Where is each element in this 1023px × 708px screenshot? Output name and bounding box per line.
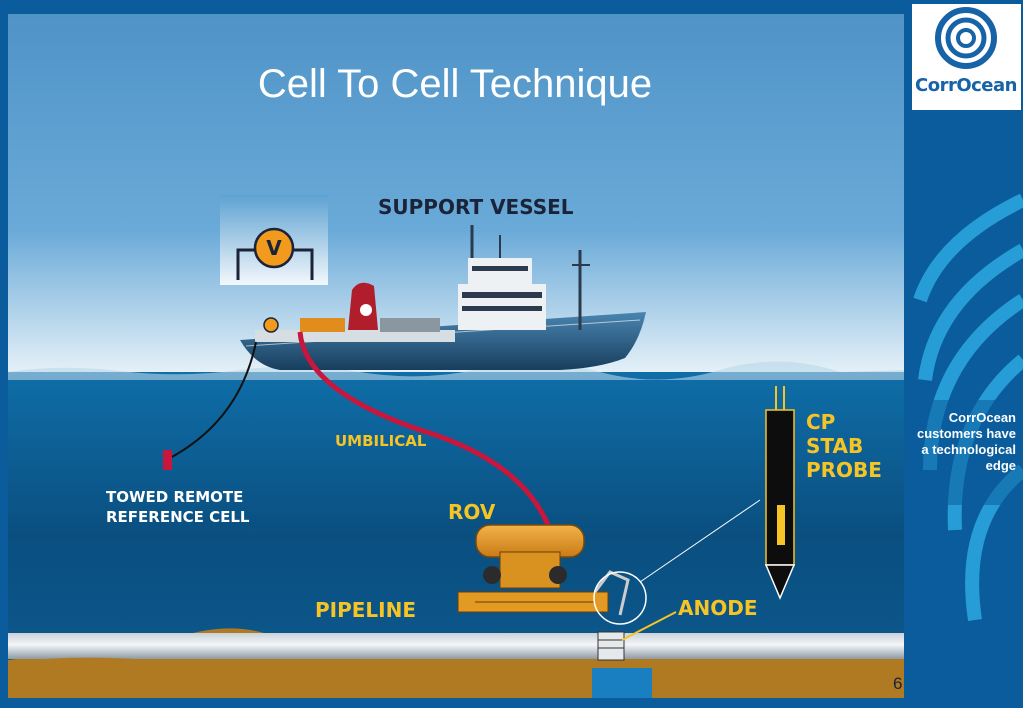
voltmeter-box [220, 195, 328, 285]
slide-title: Cell To Cell Technique [257, 62, 653, 106]
umbilical-cable [297, 331, 551, 526]
label-towed-cell-line2: REFERENCE CELL [106, 508, 250, 526]
label-umbilical: UMBILICAL [335, 432, 427, 450]
corrocean-logo-text: CorrOcean [915, 75, 1017, 96]
label-cp-stab-probe: CP STAB PROBE [806, 410, 882, 482]
label-towed-cell-line1: TOWED REMOTE [106, 488, 244, 506]
cp-stab-probe [764, 386, 796, 600]
label-probe-line1: CP [806, 410, 836, 434]
sea-surface [8, 361, 904, 380]
zoom-circle [593, 571, 647, 625]
logo-rings [935, 7, 997, 69]
anode-shape [597, 631, 625, 661]
towed-reference-cell [163, 450, 172, 470]
sky [8, 14, 904, 374]
label-rov: ROV [448, 500, 496, 524]
label-support-vessel: SUPPORT VESSEL [378, 195, 574, 219]
label-pipeline: PIPELINE [315, 598, 417, 622]
towed-cable [169, 341, 257, 459]
rov-vehicle [457, 524, 630, 616]
page-number: 6 [893, 674, 903, 693]
label-towed-cell: TOWED REMOTE REFERENCE CELL [106, 487, 250, 527]
label-voltmeter: V [266, 236, 282, 260]
sidebar-tagline: CorrOcean customers have a technological… [917, 410, 1016, 473]
support-vessel [240, 225, 646, 370]
label-anode: ANODE [678, 596, 758, 620]
label-probe-line2: STAB [806, 434, 864, 458]
label-probe-line3: PROBE [806, 458, 882, 482]
pipeline [8, 633, 904, 659]
